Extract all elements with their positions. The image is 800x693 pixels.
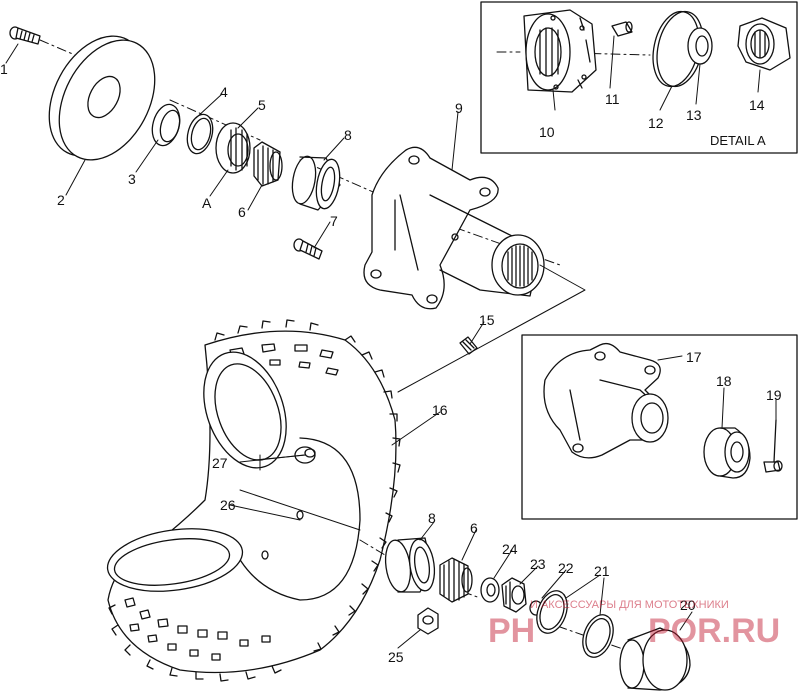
label-part-17: 17 bbox=[686, 349, 702, 365]
detail-a-box bbox=[480, 1, 798, 154]
label-part-18: 18 bbox=[716, 373, 732, 389]
label-part-6-lower: 6 bbox=[470, 520, 478, 536]
washer-part-24 bbox=[480, 577, 500, 603]
label-part-21: 21 bbox=[594, 563, 610, 579]
watermark: И АКСЕССУАРЫ ДЛЯ МОТОТЕХНИКИ PH POR.RU bbox=[488, 599, 780, 650]
label-part-22: 22 bbox=[558, 560, 574, 576]
wheel-hub-part-9 bbox=[363, 146, 545, 310]
bearing-cup-part-8 bbox=[291, 155, 341, 211]
label-part-9: 9 bbox=[455, 100, 463, 116]
label-part-25: 25 bbox=[388, 649, 404, 665]
castle-nut-part-23 bbox=[501, 577, 527, 613]
roller-bearing-part-6-lower bbox=[439, 557, 473, 603]
drive-hub-part-10 bbox=[523, 9, 597, 93]
label-part-20: 20 bbox=[680, 597, 696, 613]
label-part-15: 15 bbox=[479, 312, 495, 328]
spline-insert-part-5 bbox=[215, 122, 251, 174]
tire-part-16 bbox=[106, 319, 401, 682]
label-part-27: 27 bbox=[212, 455, 228, 471]
label-part-26: 26 bbox=[220, 497, 236, 513]
label-part-4: 4 bbox=[220, 84, 228, 100]
ring-part-4 bbox=[186, 113, 214, 155]
washer-part-13 bbox=[687, 27, 713, 65]
label-part-6: 6 bbox=[238, 204, 246, 220]
splined-nut-part-14 bbox=[737, 17, 791, 71]
label-part-11: 11 bbox=[605, 91, 620, 107]
bearing-part-18 bbox=[703, 427, 751, 479]
brake-disc-part-2 bbox=[48, 35, 156, 161]
bolt-part-19 bbox=[763, 419, 783, 473]
pin-part-11 bbox=[611, 21, 633, 37]
label-part-24: 24 bbox=[502, 541, 518, 557]
watermark-brand-right: POR.RU bbox=[648, 612, 780, 650]
stud-part-15 bbox=[459, 336, 478, 355]
label-part-2: 2 bbox=[57, 192, 65, 208]
part-labels: 1 2 3 4 5 A 6 8 7 9 10 11 12 13 14 DETAI… bbox=[0, 61, 782, 665]
detail-a-title: DETAIL A bbox=[710, 133, 766, 148]
leader-lines bbox=[5, 43, 693, 649]
label-part-8-lower: 8 bbox=[428, 510, 436, 526]
label-part-1: 1 bbox=[0, 61, 8, 77]
watermark-brand-left: PH bbox=[488, 612, 535, 650]
label-part-19: 19 bbox=[766, 387, 782, 403]
alternate-hub-box bbox=[521, 334, 798, 520]
o-rings-part-21 bbox=[536, 590, 614, 658]
label-part-13: 13 bbox=[686, 107, 702, 123]
valve-part-25 bbox=[417, 607, 439, 635]
roller-bearing-part-6 bbox=[253, 141, 283, 187]
dust-cap-part-20 bbox=[619, 627, 691, 691]
bolt-part-1 bbox=[9, 26, 41, 45]
label-part-3: 3 bbox=[128, 171, 136, 187]
label-part-7: 7 bbox=[330, 213, 338, 229]
label-detail-ref-a: A bbox=[202, 195, 212, 211]
hub-part-17 bbox=[543, 342, 669, 459]
watermark-tagline: И АКСЕССУАРЫ ДЛЯ МОТОТЕХНИКИ bbox=[530, 599, 729, 611]
seal-part-3 bbox=[151, 103, 181, 147]
bolt-part-7 bbox=[293, 238, 323, 260]
label-part-14: 14 bbox=[749, 97, 765, 113]
label-part-23: 23 bbox=[530, 556, 546, 572]
label-part-10: 10 bbox=[539, 124, 555, 140]
label-part-5: 5 bbox=[258, 97, 266, 113]
label-part-8: 8 bbox=[344, 127, 352, 143]
label-part-16: 16 bbox=[432, 402, 448, 418]
label-part-12: 12 bbox=[648, 115, 664, 131]
hub-to-wheel-guide-line bbox=[397, 264, 586, 393]
bearing-cup-part-8-lower bbox=[384, 537, 436, 593]
